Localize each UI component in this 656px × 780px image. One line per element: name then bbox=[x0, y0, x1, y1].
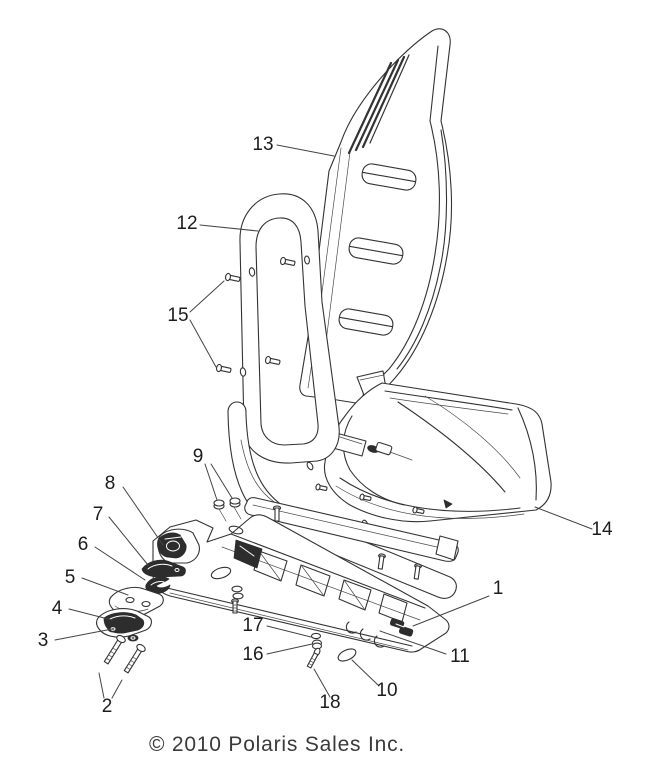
mount-pad bbox=[337, 648, 357, 662]
latch-lever bbox=[141, 559, 186, 578]
pan-washer-stack bbox=[231, 585, 244, 614]
seam-arrow bbox=[443, 499, 453, 509]
callout-17: 17 bbox=[242, 615, 263, 636]
frame-screws bbox=[215, 256, 296, 373]
copyright-text: © 2010 Polaris Sales Inc. bbox=[149, 733, 405, 756]
strap-loop-top bbox=[361, 163, 417, 191]
leader-lines bbox=[54, 144, 593, 699]
callout-7: 7 bbox=[93, 504, 104, 525]
rail-bolt bbox=[377, 553, 386, 570]
callout-1: 1 bbox=[493, 578, 504, 599]
washer bbox=[310, 632, 322, 640]
cushion-mount-hardware bbox=[332, 432, 413, 461]
callout-8: 8 bbox=[105, 473, 116, 494]
callout-2: 2 bbox=[102, 696, 113, 717]
callout-11: 11 bbox=[450, 646, 470, 667]
flange-nuts bbox=[213, 497, 241, 510]
frame-socket bbox=[306, 461, 314, 471]
headrest-vent-slots bbox=[347, 54, 410, 155]
callout-15: 15 bbox=[167, 305, 188, 326]
nut bbox=[311, 639, 323, 650]
washers bbox=[107, 625, 139, 642]
mounting-rail bbox=[244, 483, 459, 580]
callout-4: 4 bbox=[52, 598, 63, 619]
frame-socket bbox=[239, 367, 247, 377]
pan-fasteners bbox=[306, 632, 323, 669]
callout-9: 9 bbox=[193, 446, 204, 467]
mount-pad bbox=[210, 566, 232, 580]
hinge-knuckles bbox=[345, 618, 414, 648]
callout-6: 6 bbox=[78, 534, 89, 555]
callout-10: 10 bbox=[376, 680, 397, 701]
frame-socket bbox=[248, 267, 256, 277]
frame-socket bbox=[304, 255, 310, 265]
seat-bottom-cushion bbox=[323, 382, 552, 523]
callout-12: 12 bbox=[176, 213, 197, 234]
callout-labels: 1 2 3 4 5 6 7 8 9 10 11 12 13 14 15 16 1… bbox=[38, 134, 613, 717]
callout-3: 3 bbox=[38, 630, 49, 651]
latch-assembly bbox=[157, 528, 200, 564]
mount-bolts bbox=[103, 634, 146, 674]
callout-5: 5 bbox=[65, 567, 76, 588]
bolt bbox=[306, 647, 321, 669]
callout-13: 13 bbox=[252, 134, 273, 155]
callout-14: 14 bbox=[591, 519, 613, 540]
rail-bolt bbox=[413, 563, 422, 580]
strap-loop-bottom bbox=[338, 308, 394, 336]
strap-loop-middle bbox=[348, 237, 404, 265]
seat-pan bbox=[152, 514, 450, 662]
callout-18: 18 bbox=[319, 692, 340, 713]
rail-bolt bbox=[272, 505, 282, 522]
callout-16: 16 bbox=[242, 644, 263, 665]
